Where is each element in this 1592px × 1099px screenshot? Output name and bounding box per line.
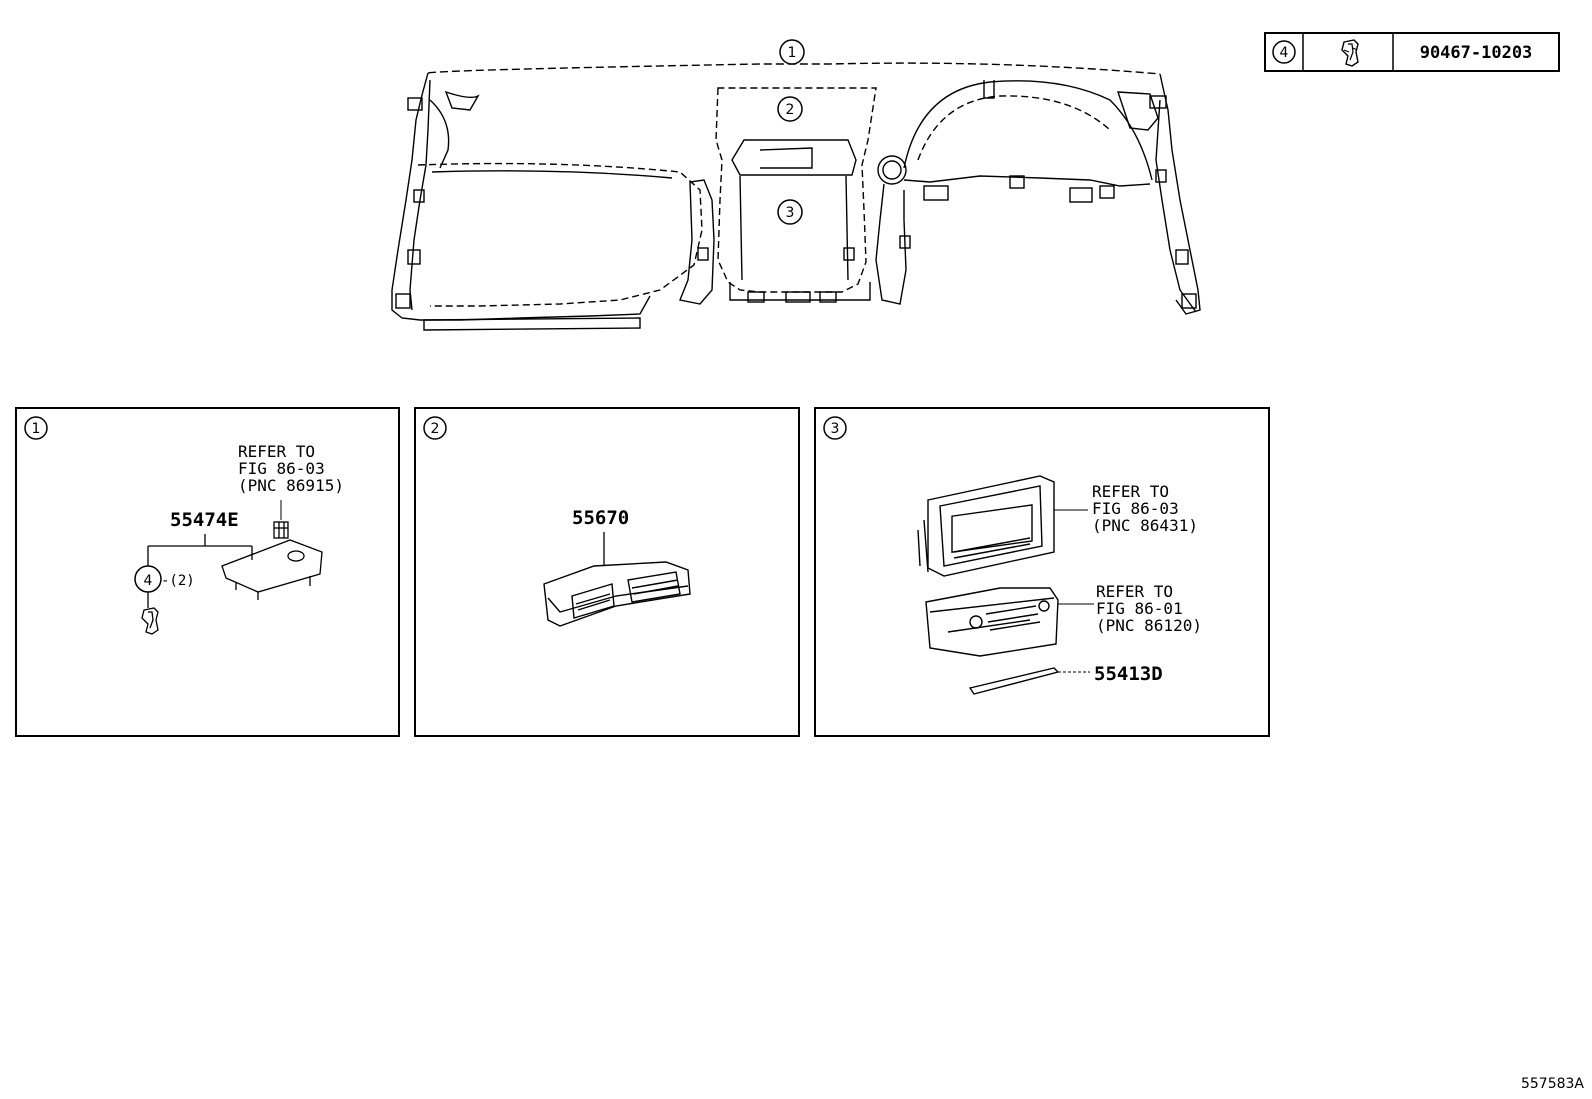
clip-icon (1341, 39, 1359, 67)
panel-2-part-number: 55670 (572, 507, 629, 529)
clip-part-drawing (141, 607, 159, 635)
panel-1-callout: 1 (32, 421, 41, 437)
panel-3-callout-circle (823, 416, 847, 440)
legend-callout-circle (1272, 40, 1296, 64)
panel-3-callout: 3 (831, 421, 840, 437)
detail-panel-3: 3 REFER TO FIG 86-03 (PNC 86431) REFER T… (814, 407, 1270, 737)
figure-id: 557583A (1521, 1076, 1584, 1092)
panel-1-leader-lines (147, 534, 253, 566)
air-vent-drawing (543, 561, 691, 627)
detail-panel-1: 1 REFER TO FIG 86-03 (PNC 86915) 55474E … (15, 407, 400, 737)
legend-part-number: 90467-10203 (1420, 43, 1533, 63)
panel-1-clip-qty: -(2) (161, 573, 195, 589)
trim-strip-drawing (968, 667, 1090, 695)
legend-callout-number: 4 (1280, 45, 1289, 61)
overview-callout-1: 1 (779, 39, 805, 65)
svg-text:1: 1 (788, 45, 797, 61)
panel-1-refer-line-3: (PNC 86915) (238, 476, 344, 495)
panel-3-refer-a-line-2: FIG 86-03 (1092, 499, 1179, 518)
panel-2-callout-circle (423, 416, 447, 440)
overview-callout-2: 2 (777, 96, 803, 122)
panel-1-refer-line-2: FIG 86-03 (238, 459, 325, 478)
panel-2-callout: 2 (431, 421, 440, 437)
legend-table: 4 90467-10203 (1264, 32, 1560, 72)
display-unit-drawing (917, 475, 1088, 577)
panel-3-refer-a-line-1: REFER TO (1092, 482, 1169, 501)
panel-3-refer-a-line-3: (PNC 86431) (1092, 516, 1198, 535)
panel-1-refer-line-1: REFER TO (238, 442, 315, 461)
connector-part-drawing (273, 500, 289, 539)
detail-panel-2: 2 55670 (414, 407, 800, 737)
panel-1-callout-circle (24, 416, 48, 440)
panel-1-clip-callout: 4 (144, 573, 153, 589)
panel-3-refer-b-line-3: (PNC 86120) (1096, 616, 1202, 635)
cover-panel-drawing (221, 539, 323, 600)
panel-3-refer-b-line-1: REFER TO (1096, 582, 1173, 601)
panel-1-part-number: 55474E (170, 509, 239, 531)
panel-3-refer-b-line-2: FIG 86-01 (1096, 599, 1183, 618)
svg-text:3: 3 (786, 205, 795, 221)
panel-3-part-number: 55413D (1094, 663, 1163, 685)
audio-unit-drawing (925, 587, 1094, 657)
svg-text:2: 2 (786, 102, 795, 118)
overview-callout-3: 3 (777, 199, 803, 225)
